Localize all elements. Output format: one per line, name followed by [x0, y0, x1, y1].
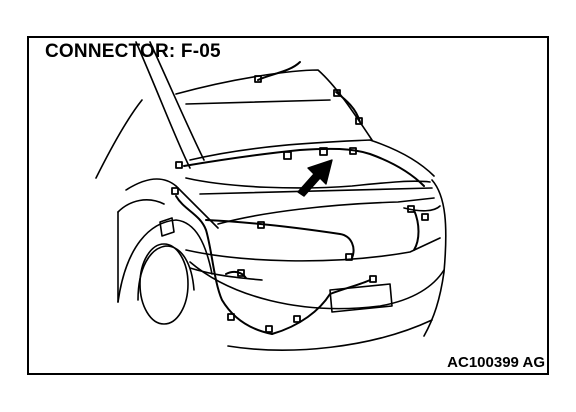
connector-plug-icons	[171, 75, 429, 333]
car-body-outline	[95, 41, 447, 351]
connector-title: CONNECTOR: F-05	[45, 41, 221, 62]
figure-code: AC100399 AG	[447, 354, 545, 371]
diagram-frame	[27, 36, 549, 375]
arrow-up-right-icon	[297, 159, 333, 197]
